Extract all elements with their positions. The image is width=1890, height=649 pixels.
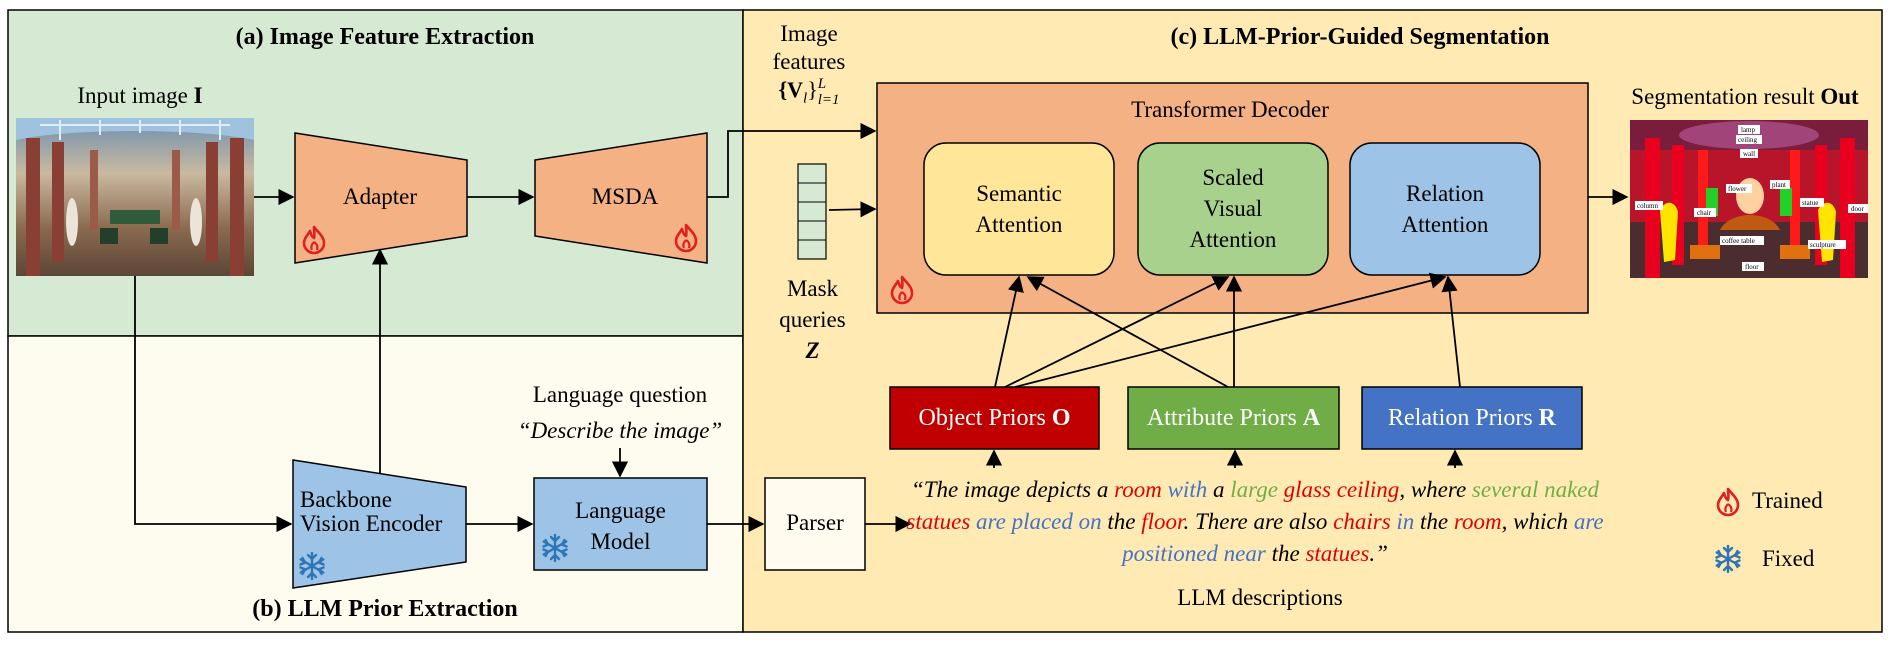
description-segment: floor: [1141, 509, 1184, 534]
attribute-priors-label: Attribute Priors A: [1146, 405, 1321, 431]
arrow-relation-to-relation: [1441, 275, 1461, 388]
description-segment: a: [1212, 477, 1231, 502]
seg-tag: floor: [1745, 263, 1759, 271]
relation-priors-box: [1361, 386, 1583, 450]
input-image-label: Input image I: [77, 83, 203, 108]
segmentation-result-symbol: Out: [1820, 84, 1859, 109]
panel-a-title: (a) Image Feature Extraction: [235, 24, 535, 50]
mask-queries-symbol: Z: [805, 338, 820, 363]
legend-trained-label: Trained: [1752, 488, 1823, 513]
parser-label: Parser: [786, 510, 844, 535]
segmentation-result-label: Segmentation result Out: [1631, 84, 1859, 109]
arrow-object-to-scaled: [1004, 276, 1230, 388]
mask-queries-stack: [797, 163, 827, 260]
arrow-object-to-semantic: [994, 275, 1024, 388]
msda-label: MSDA: [591, 184, 659, 209]
input-image-symbol: I: [193, 83, 203, 108]
attribute-priors-box: [1127, 386, 1340, 450]
seg-tag: flower: [1728, 185, 1747, 193]
language-question-label: Language question “Describe the image”: [480, 377, 760, 449]
description-segment: are placed on: [976, 509, 1102, 534]
seg-tag: ceiling: [1738, 136, 1758, 144]
description-segment: the: [1414, 509, 1454, 534]
arrow-msda-to-decoder: [707, 122, 877, 198]
seg-tag: statue: [1802, 199, 1818, 207]
description-segment: , which: [1501, 509, 1574, 534]
description-segment: . There are also: [1183, 509, 1334, 534]
description-segment: chairs: [1333, 509, 1391, 534]
description-segment: the: [1265, 541, 1306, 566]
seg-tag: plant: [1772, 181, 1786, 189]
description-segment: .”: [1369, 541, 1388, 566]
object-priors-label: Object Priors O: [918, 405, 1071, 431]
object-priors-box: [889, 386, 1100, 450]
adapter-label: Adapter: [342, 184, 418, 209]
msda-module: [534, 132, 708, 264]
arrow-object-to-relation: [1014, 272, 1447, 388]
panel-b-title: (b) LLM Prior Extraction: [252, 596, 518, 622]
description-segment: statues: [906, 509, 971, 534]
description-segment: are positioned near: [1122, 509, 1610, 566]
description-segment: large: [1230, 477, 1278, 502]
relation-priors-label: Relation Priors R: [1388, 405, 1556, 431]
transformer-decoder-title: Transformer Decoder: [1131, 97, 1329, 122]
backbone-label: Backbone Vision Encoder: [300, 487, 443, 536]
mask-queries-label: Mask queries Z: [760, 273, 865, 366]
input-image: [16, 118, 254, 276]
description-segment: glass ceiling: [1283, 477, 1400, 502]
seg-tag: chair: [1697, 209, 1712, 217]
description-segment: “The image depicts a: [910, 477, 1115, 502]
segmentation-tags: lamp ceiling wall column door statue cha…: [1635, 125, 1868, 271]
description-segment: [1599, 477, 1605, 502]
scaled-visual-attention-box: [1137, 142, 1329, 276]
legend-fixed-label: Fixed: [1762, 546, 1815, 571]
description-segment: in: [1396, 509, 1415, 534]
seg-tag: wall: [1743, 150, 1755, 158]
description-segment: room: [1114, 477, 1162, 502]
seg-tag: lamp: [1741, 126, 1755, 134]
adapter-module: [294, 132, 468, 264]
description-segment: the: [1101, 509, 1142, 534]
seg-tag: door: [1851, 205, 1865, 213]
description-segment: several naked: [1471, 477, 1600, 502]
semantic-attention-box: [923, 142, 1115, 276]
description-segment: , where: [1399, 477, 1472, 502]
arrow-image-to-backbone: [134, 276, 293, 533]
seg-tag: coffee table: [1722, 237, 1755, 245]
description-segment: statues: [1305, 541, 1370, 566]
llm-description-text: “The image depicts a room with a large g…: [900, 474, 1610, 570]
description-segment: room: [1453, 509, 1502, 534]
seg-tag: column: [1637, 202, 1658, 210]
arrow-attribute-to-semantic: [1026, 276, 1229, 388]
backbone-vision-encoder: [292, 459, 467, 589]
panel-c-title: (c) LLM-Prior-Guided Segmentation: [1170, 24, 1550, 50]
description-segment: with: [1161, 477, 1213, 502]
language-question-quote: “Describe the image”: [517, 418, 723, 443]
arrow-queries-to-decoder: [828, 201, 877, 218]
llm-description-caption: LLM descriptions: [1177, 585, 1343, 610]
seg-tag: sculpture: [1810, 241, 1836, 249]
flow-arrows: [134, 122, 1629, 533]
